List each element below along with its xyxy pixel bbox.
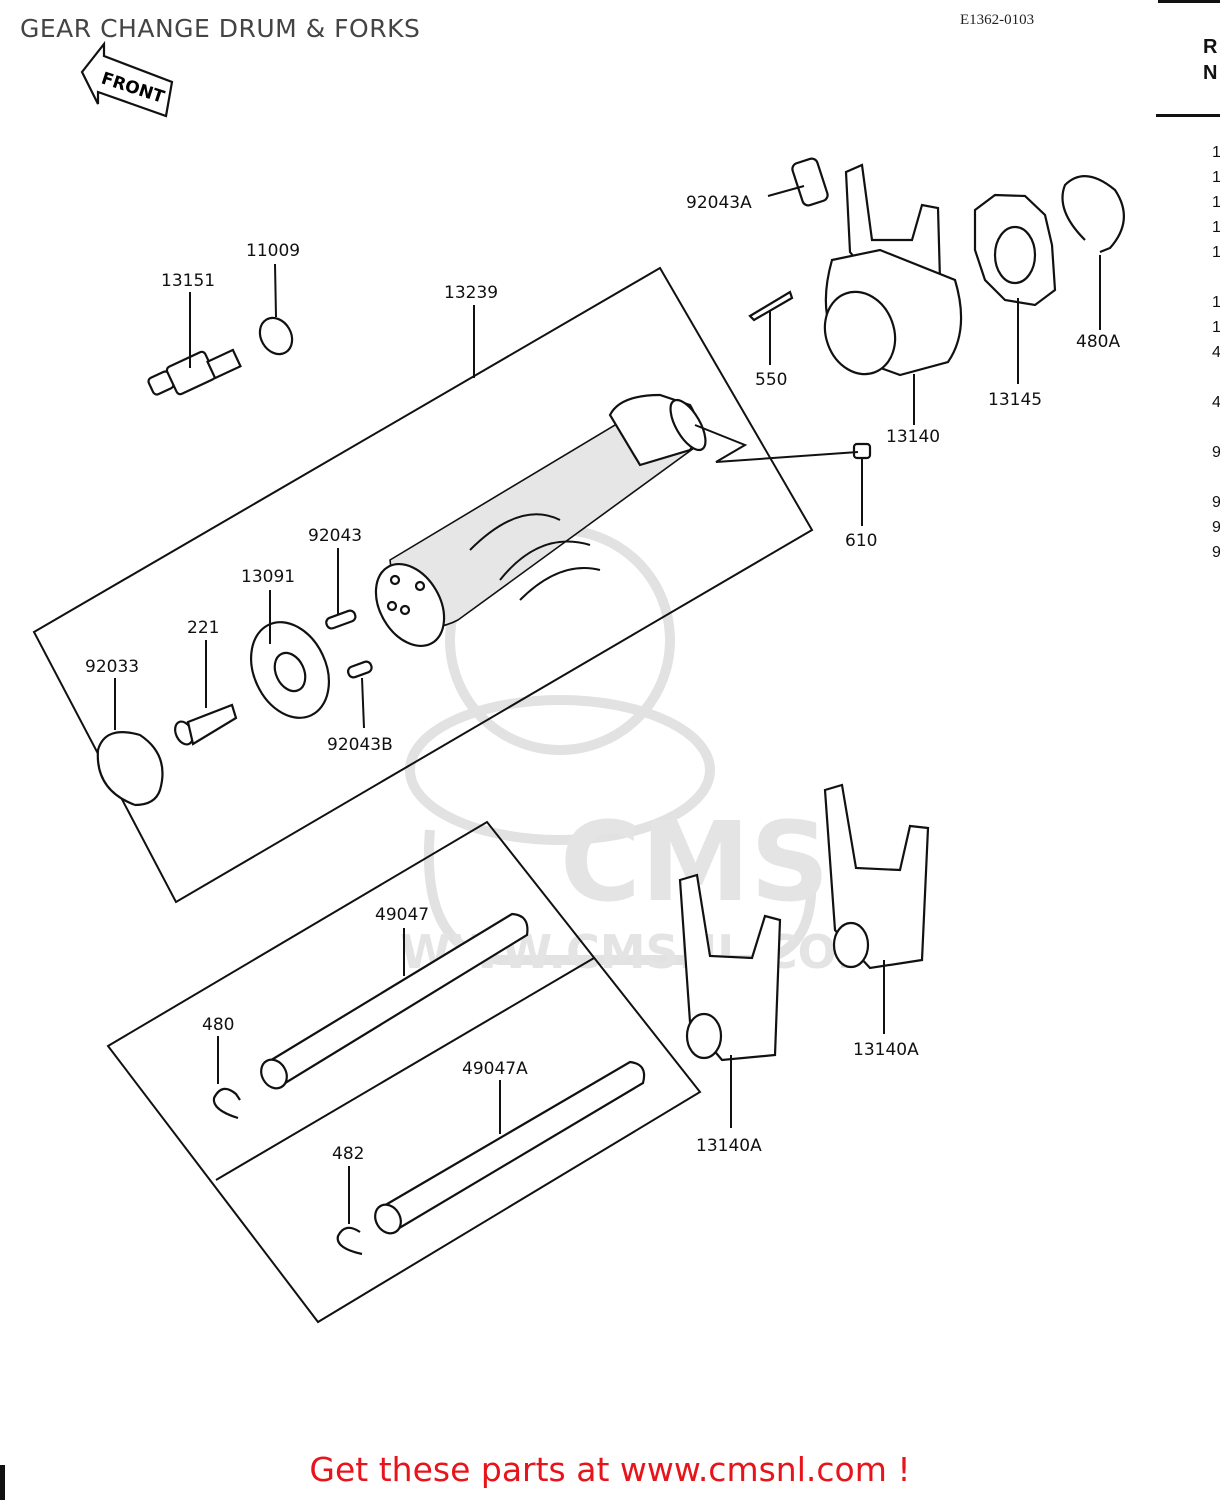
diagram-code: E1362-0103 (960, 12, 1035, 28)
shaft-49047a (374, 1060, 646, 1235)
shift-fork-13140 (823, 163, 963, 377)
callout-label: 92043A (686, 193, 752, 213)
callout-label: 13239 (444, 283, 498, 303)
callout-label: 221 (187, 618, 219, 638)
leader-lines (114, 185, 1101, 1224)
callout-label: 13091 (241, 567, 295, 587)
callout-label: 610 (845, 531, 877, 551)
gear-change-drum (374, 393, 707, 648)
cms-watermark: CMS WWW.CMSNL.COM (400, 525, 883, 979)
callout-label: 49047A (462, 1059, 528, 1079)
shift-fork-13140a-upper (823, 783, 930, 970)
pin-92043 (325, 609, 357, 630)
drum-plate-13091 (250, 621, 330, 719)
footer-promo-link[interactable]: Get these parts at www.cmsnl.com ! (309, 1450, 911, 1489)
callout-label: 13140A (853, 1040, 919, 1060)
page-title: GEAR CHANGE DRUM & FORKS (20, 14, 421, 43)
top-rule (1158, 0, 1220, 3)
circlip-480a (1061, 175, 1125, 254)
pin-92043b (346, 660, 373, 679)
cotter-pin-550 (748, 290, 794, 322)
shaft-49047 (260, 912, 529, 1090)
circlip-482 (336, 1226, 363, 1256)
circlip-480 (212, 1087, 241, 1120)
neutral-switch-13151 (147, 348, 242, 396)
shift-fork-13140a-lower (678, 873, 782, 1062)
callout-label: 92043 (308, 526, 362, 546)
side-letters: R N (1203, 34, 1217, 86)
callout-label: 480 (202, 1015, 234, 1035)
callout-label: 13145 (988, 390, 1042, 410)
screw-221 (174, 703, 238, 746)
left-edge-bar (0, 1465, 5, 1500)
washer-11009 (258, 316, 294, 356)
side-letter: R (1203, 36, 1218, 58)
circlip-92033 (96, 731, 164, 807)
callout-label: 92043B (327, 735, 393, 755)
callout-label: 482 (332, 1144, 364, 1164)
callout-label: 11009 (246, 241, 300, 261)
shaft-divider-line (215, 957, 595, 1181)
pin-92043a (791, 157, 829, 207)
plate-13145-hole (993, 225, 1037, 285)
drum-group-outline (32, 266, 814, 904)
side-rule (1156, 114, 1220, 117)
shaft-group-outline (106, 820, 702, 1324)
callout-label: 92033 (85, 657, 139, 677)
callout-label: 13151 (161, 271, 215, 291)
callout-label: 49047 (375, 905, 429, 925)
callout-label: 13140 (886, 427, 940, 447)
pin-610 (852, 442, 872, 460)
callout-label: 13140A (696, 1136, 762, 1156)
callout-label: 480A (1076, 332, 1120, 352)
front-arrow: FRONT (80, 40, 174, 118)
side-letter: N (1203, 62, 1218, 84)
callout-label: 550 (755, 370, 787, 390)
